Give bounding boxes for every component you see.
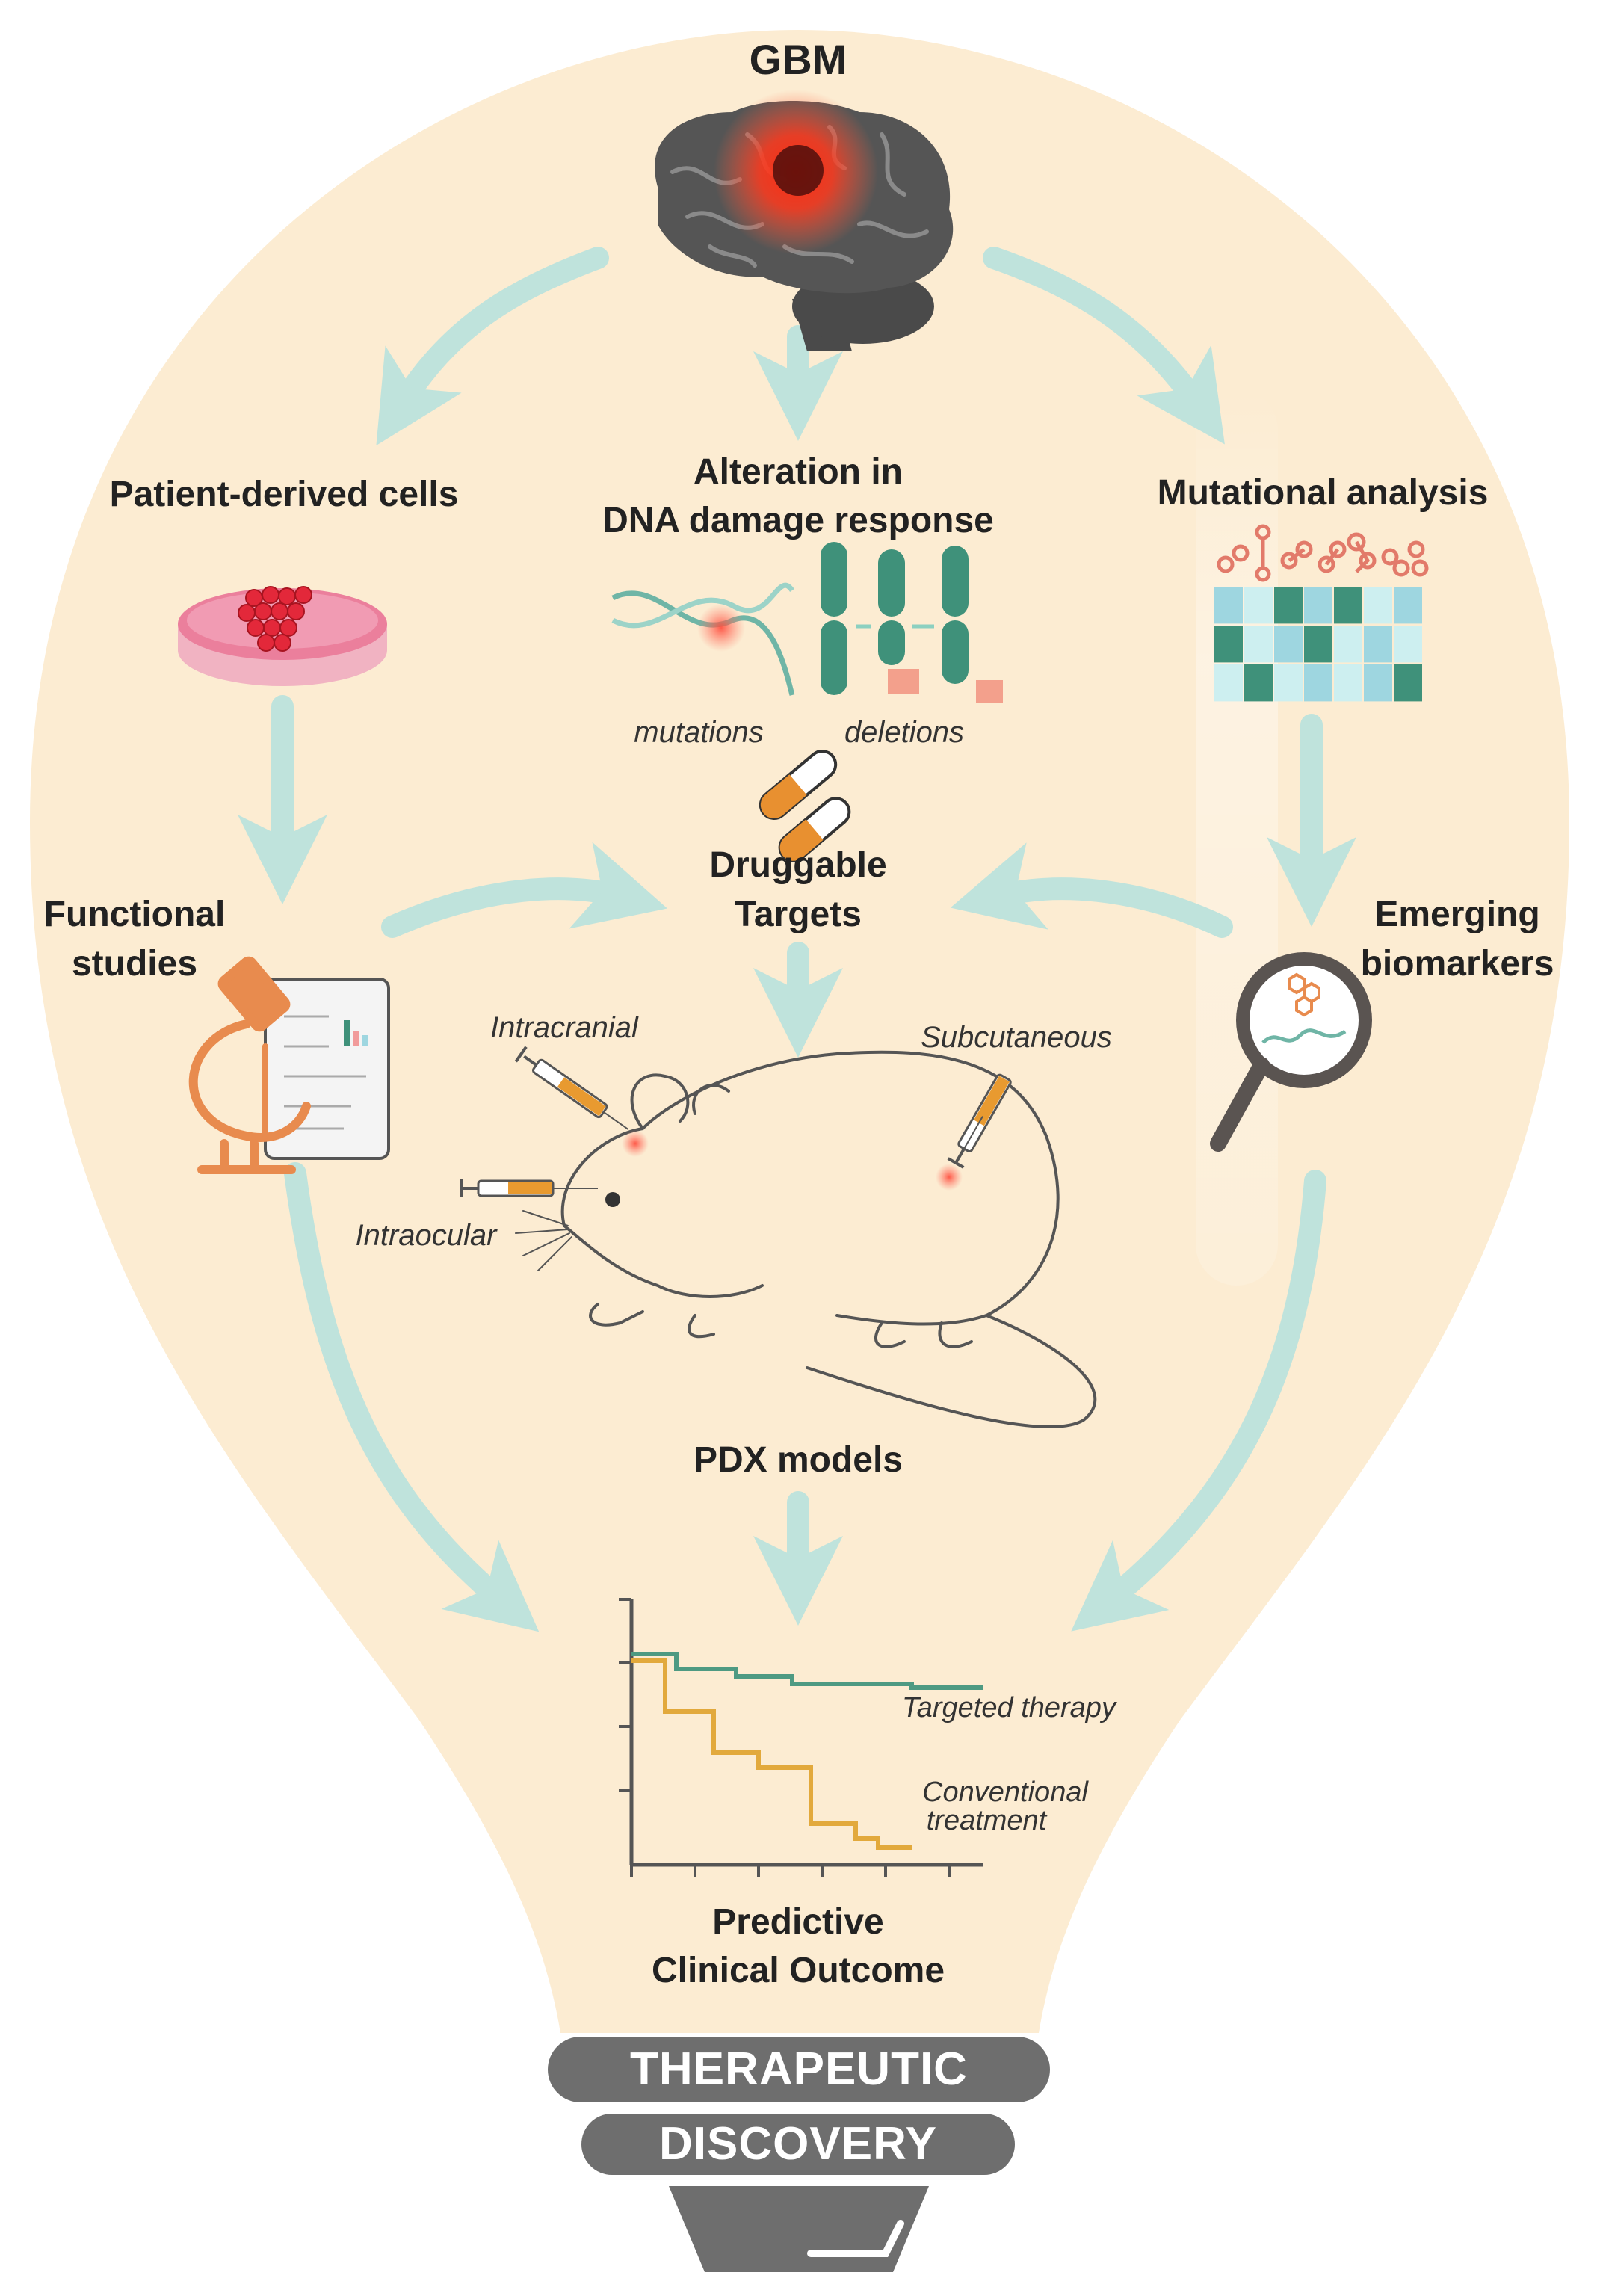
heatmap-icon (1214, 587, 1422, 702)
heatmap-cell (1334, 587, 1362, 624)
label-mutational-analysis: Mutational analysis (1157, 473, 1489, 513)
label-gbm: GBM (749, 36, 847, 83)
heatmap-cell (1304, 664, 1332, 702)
chromosome-icon (821, 542, 1003, 703)
pill-icon (759, 750, 851, 862)
heatmap-cell (1244, 626, 1273, 663)
magnifier-icon (1210, 952, 1372, 1152)
heatmap-cell (1304, 626, 1332, 663)
heatmap-cell (1214, 664, 1243, 702)
label-druggable-line2: Targets (735, 895, 862, 934)
label-predictive-line1: Predictive (712, 1902, 884, 1942)
label-emerging-line1: Emerging (1374, 895, 1540, 934)
heatmap-cell (1364, 587, 1392, 624)
heatmap-cell (1394, 626, 1422, 663)
heatmap-cell (1394, 587, 1422, 624)
label-subcutaneous: Subcutaneous (921, 1021, 1112, 1054)
heatmap-cell (1394, 664, 1422, 702)
targeted-therapy-line (631, 1652, 983, 1690)
bulb-base (548, 2037, 1050, 2272)
label-pdx-models: PDX models (693, 1440, 903, 1480)
heatmap-cell (1214, 626, 1243, 663)
molecules-icon (1217, 524, 1429, 582)
label-intraocular: Intraocular (355, 1219, 497, 1252)
syringe-icon (460, 1046, 1012, 1197)
label-deletions: deletions (844, 716, 965, 749)
label-functional-line1: Functional (43, 895, 226, 934)
base-label-discovery: DISCOVERY (659, 2118, 937, 2170)
label-functional-line2: studies (71, 944, 198, 984)
legend-targeted-therapy: Targeted therapy (902, 1692, 1116, 1723)
label-intracranial: Intracranial (490, 1011, 638, 1044)
survival-chart (619, 1598, 983, 1877)
heatmap-cell (1334, 664, 1362, 702)
heatmap-cell (1274, 626, 1303, 663)
brain-icon (655, 90, 954, 351)
dna-helix-icon (611, 582, 795, 696)
base-pill-discovery (581, 2114, 1015, 2175)
heatmap-cell (1244, 587, 1273, 624)
heatmap-cell (1334, 626, 1362, 663)
legend-conventional-line2: treatment (926, 1805, 1047, 1836)
base-tip (669, 2186, 929, 2272)
heatmap-cell (1364, 626, 1392, 663)
base-pill-therapeutic (548, 2037, 1050, 2102)
heatmap-cell (1274, 587, 1303, 624)
base-label-therapeutic: THERAPEUTIC (630, 2043, 968, 2095)
petri-dish-icon (178, 586, 387, 686)
label-alteration-line1: Alteration in (693, 452, 903, 492)
heatmap-cell (1244, 664, 1273, 702)
label-emerging-line2: biomarkers (1360, 944, 1554, 984)
flow-arrows (238, 247, 1356, 1632)
label-predictive-line2: Clinical Outcome (651, 1951, 945, 1990)
microscope-icon (188, 956, 311, 1174)
conventional-treatment-line (631, 1658, 912, 1850)
legend-conventional-line1: Conventional (922, 1777, 1088, 1808)
heatmap-cell (1214, 587, 1243, 624)
heatmap-cell (1364, 664, 1392, 702)
heatmap-cell (1304, 587, 1332, 624)
heatmap-cell (1274, 664, 1303, 702)
label-mutations: mutations (634, 716, 764, 749)
report-icon (264, 978, 390, 1160)
label-alteration-line2: DNA damage response (602, 501, 994, 540)
label-druggable-line1: Druggable (709, 845, 887, 885)
bulb-highlight (1196, 389, 1278, 1286)
label-patient-derived-cells: Patient-derived cells (109, 475, 459, 514)
mouse-icon (515, 1050, 1097, 1429)
